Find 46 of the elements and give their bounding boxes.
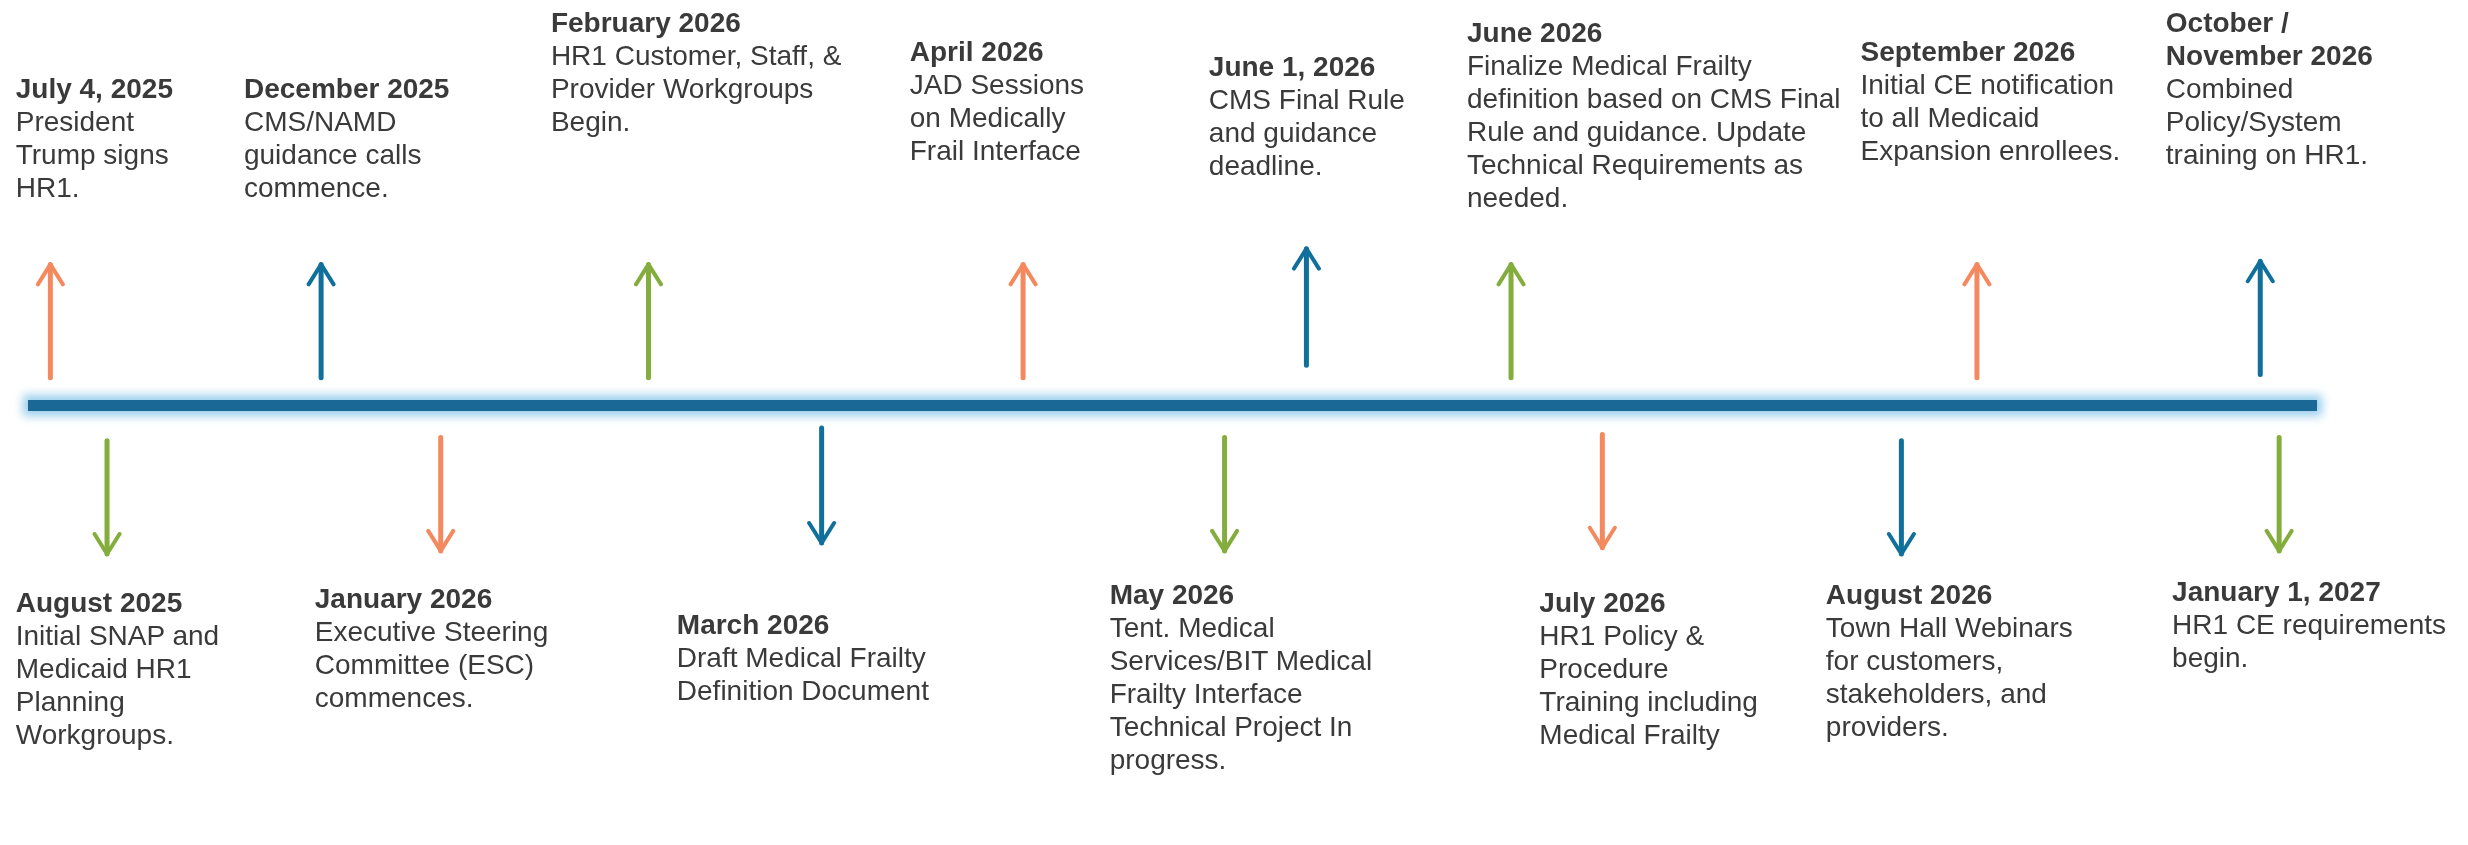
arrow — [35, 261, 65, 381]
arrow — [1210, 435, 1240, 554]
event-description: HR1 Customer, Staff, & Provider Workgroups Begin. — [550, 39, 843, 139]
arrow — [1008, 261, 1038, 381]
date-heading: July 2026 — [1539, 585, 1667, 619]
event-description: Draft Medical Frailty Definition Document — [676, 640, 930, 707]
event-description: Finalize Medical Frailty definition based on CMS Final Rule and guidance. Update Technical Requirements as needed. — [1466, 48, 1842, 214]
arrow — [1496, 261, 1526, 381]
event-description: CMS/NAMD guidance calls commence. — [243, 105, 423, 205]
date-heading: March 2026 — [676, 607, 831, 641]
arrow — [807, 425, 837, 546]
arrow — [2264, 435, 2294, 554]
date-heading: June 1, 2026 — [1208, 50, 1377, 84]
event-description: Initial CE notification to all Medicaid Expansion enrollees. — [1860, 67, 2122, 167]
event-description: HR1 Policy & Procedure Training including Medical Frailty — [1539, 618, 1759, 751]
arrow — [634, 261, 663, 381]
event-description: Executive Steering Committee (ESC) commences. — [314, 615, 550, 715]
event-description: Town Hall Webinars for customers, stakeholders, and providers. — [1825, 610, 2074, 743]
date-heading: January 1, 2027 — [2172, 574, 2382, 608]
date-heading: July 4, 2025 — [15, 72, 174, 106]
event-description: HR1 CE requirements begin. — [2172, 607, 2447, 674]
arrow — [1587, 431, 1617, 551]
date-heading: December 2025 — [243, 72, 451, 106]
date-heading: April 2026 — [909, 34, 1045, 68]
event-description: President Trump signs HR1. — [15, 105, 170, 205]
date-heading: September 2026 — [1860, 34, 2077, 68]
event-description: Initial SNAP and Medicaid HR1 Planning Workgroups. — [15, 618, 221, 751]
arrow — [92, 438, 122, 557]
event-description: Combined Policy/System training on HR1. — [2165, 72, 2370, 172]
event-description: Tent. Medical Services/BIT Medical Frailty Interface Technical Project In progress. — [1109, 610, 1374, 776]
arrow — [1886, 438, 1916, 557]
timeline-bar — [28, 399, 2317, 411]
arrow — [1962, 261, 1992, 381]
event-description: JAD Sessions on Medically Frail Interface — [909, 67, 1086, 167]
date-heading: January 2026 — [314, 582, 494, 616]
date-heading: June 2026 — [1466, 15, 1604, 49]
arrow — [1291, 246, 1321, 368]
arrow — [2245, 258, 2275, 378]
arrow — [426, 435, 456, 554]
arrow — [306, 261, 336, 381]
date-heading: August 2026 — [1825, 577, 1994, 611]
date-heading: May 2026 — [1109, 577, 1236, 611]
event-description: CMS Final Rule and guidance deadline. — [1208, 83, 1406, 183]
date-heading: August 2025 — [15, 585, 184, 619]
date-heading: February 2026 — [550, 6, 742, 40]
date-heading: October / November 2026 — [2165, 6, 2374, 73]
